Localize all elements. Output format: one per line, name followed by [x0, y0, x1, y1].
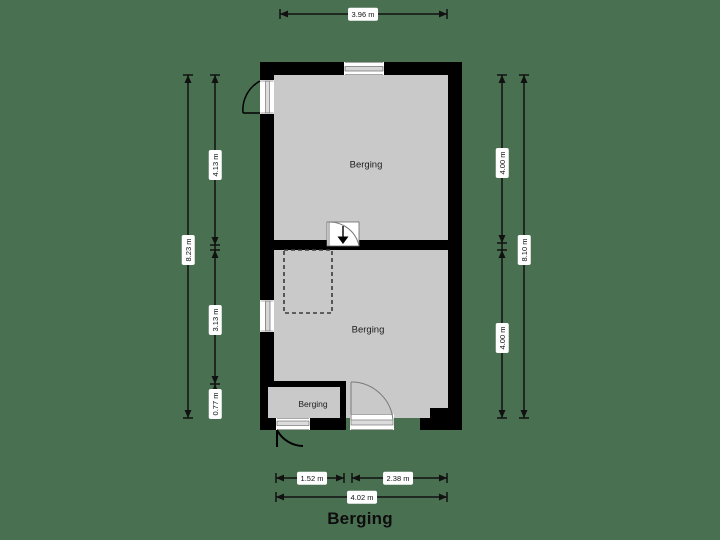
- dashed-void-rect: [283, 249, 333, 314]
- room-label-upper: Berging: [349, 159, 383, 171]
- dimension-label-left-seg-1: 4.13 m: [208, 150, 222, 180]
- door-bottom-main: [350, 381, 394, 430]
- floor-small-room: [268, 387, 340, 418]
- dimension-label-left-seg-2: 3.13 m: [208, 305, 222, 335]
- dimension-left-segments: [210, 74, 220, 419]
- window-left-wall-lower: [260, 300, 274, 332]
- internal-walls: [268, 240, 448, 418]
- door-entry-left: [242, 80, 274, 114]
- window-top-wall: [344, 62, 384, 75]
- door-direction-arrow-icon: [337, 226, 349, 244]
- dimension-right-segments: [497, 74, 507, 419]
- dimension-label-top-total: 3.96 m: [348, 7, 378, 21]
- floor-areas: [268, 75, 448, 418]
- dimension-label-right-total: 8.10 m: [517, 235, 531, 265]
- wall-small-room-right: [340, 381, 346, 418]
- door-small-room: [276, 418, 310, 447]
- plan-title: Berging: [327, 509, 393, 528]
- room-label-small: Berging: [298, 399, 328, 409]
- wall-divider-middle: [274, 240, 448, 250]
- dimension-label-right-seg-2: 4.00 m: [495, 323, 509, 353]
- stairs-void-outline: [283, 249, 333, 314]
- dimension-label-right-seg-1: 4.00 m: [495, 148, 509, 178]
- room-label-lower: Berging: [351, 324, 385, 336]
- wall-small-room-top: [268, 381, 346, 387]
- dimension-label-left-total: 8.23 m: [181, 235, 195, 265]
- dimension-label-bottom-right: 2.38 m: [383, 471, 413, 485]
- door-interior-middle: [326, 221, 360, 247]
- dimension-label-bottom-left: 1.52 m: [297, 471, 327, 485]
- floor-upper-room: [274, 75, 448, 240]
- dimension-label-left-seg-3: 0.77 m: [208, 389, 222, 419]
- floor-lower-room: [274, 250, 448, 418]
- dimension-label-bottom-total: 4.02 m: [347, 490, 377, 504]
